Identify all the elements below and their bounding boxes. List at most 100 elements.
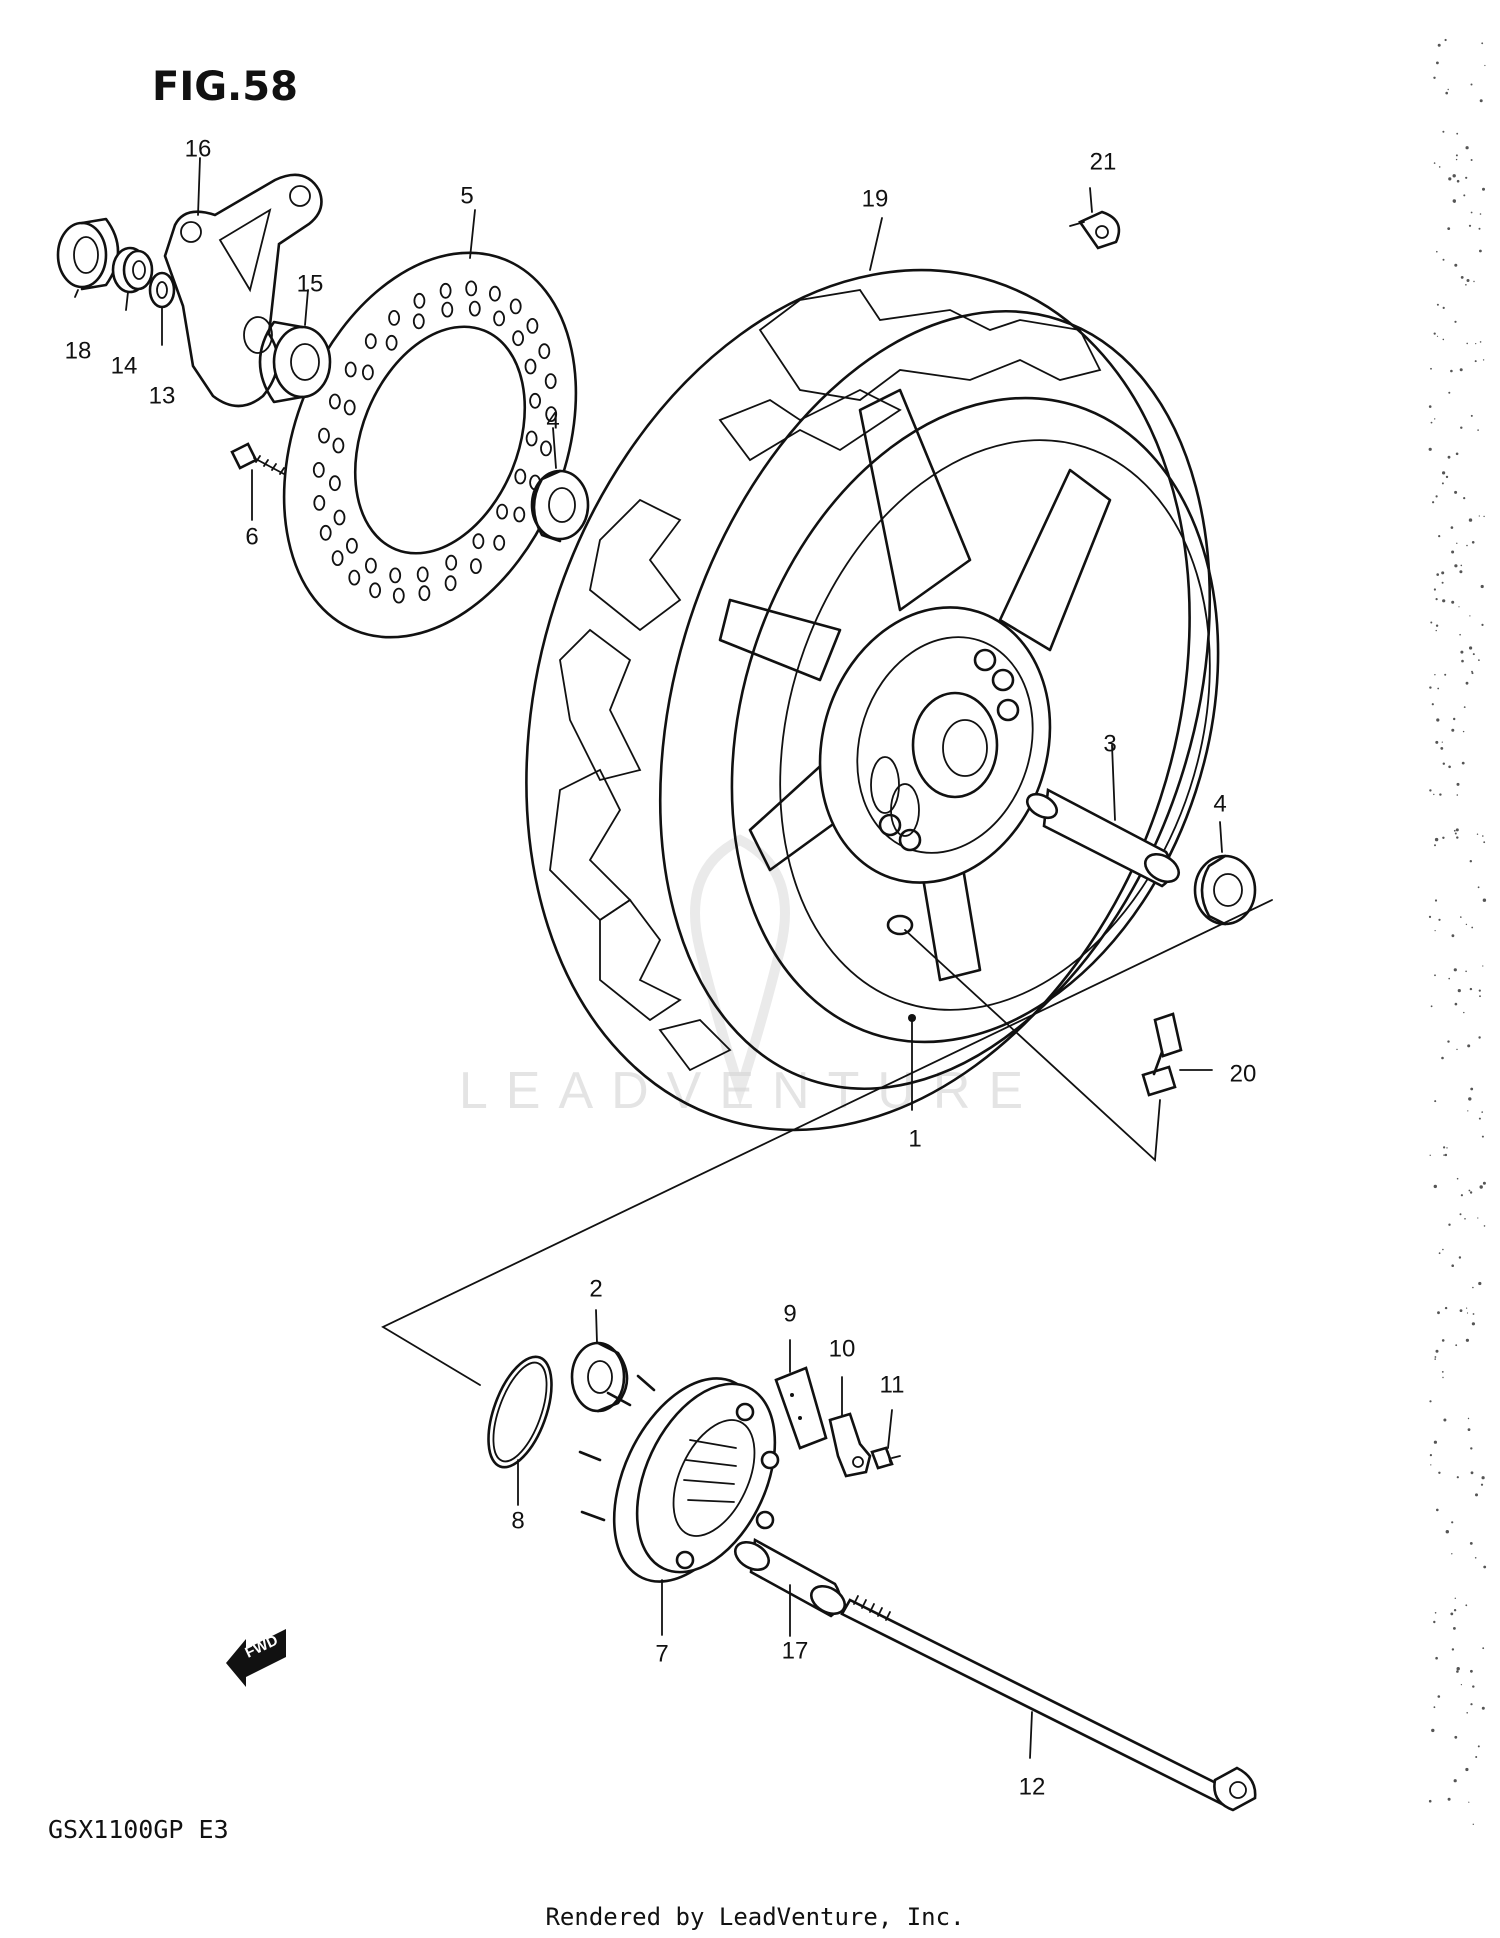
speckle-dot [1447,227,1451,231]
speckle-dot [1433,793,1435,796]
callout-3: 3 [1103,730,1116,757]
speckle-dot [1470,1087,1474,1091]
speckle-dot [1448,1223,1451,1226]
speckle-dot [1435,740,1439,744]
speckle-dot [1433,1620,1436,1624]
speckle-dot [1454,1597,1457,1600]
callout-4-left: 4 [546,407,559,434]
disc-hole [318,427,330,444]
speckle-dot [1451,1264,1454,1267]
speckle-dot [1456,836,1459,839]
speckle-dot [1436,61,1439,65]
speckle-dot [1483,841,1486,844]
speckle-dot [1453,968,1457,972]
speckle-dot [1474,360,1477,363]
speckle-dot [1456,179,1460,183]
brake-disc [282,251,578,639]
speckle-dot [1454,832,1457,835]
callout-14: 14 [111,352,138,379]
speckle-dot [1477,429,1479,431]
speckle-dot [1437,1311,1440,1315]
speckle-dot [1436,303,1439,306]
speckle-dot [1479,341,1482,343]
callout-7: 7 [655,1640,668,1667]
speckle-dot [1456,1667,1460,1671]
speckle-dot [1462,730,1465,733]
speckle-dot [1472,1313,1475,1315]
disc-hole [392,587,405,604]
speckle-dot [1460,650,1464,654]
speckle-dot [1482,835,1484,837]
speckle-dot [1430,1464,1432,1466]
speckle-dot [1460,1194,1463,1197]
speckle-dot [1475,1756,1478,1758]
speckle-dot [1441,581,1444,584]
speckle-dot [1441,571,1445,575]
speckle-dot [1458,606,1460,608]
speckle-dot [1435,1349,1439,1353]
speckle-dot [1447,88,1449,91]
speckle-dot [1469,1191,1473,1194]
speckle-dot [1454,1735,1458,1739]
speckle-dot [1448,977,1450,980]
disc-hole [514,468,527,485]
speckle-dot [1474,1557,1477,1559]
speckle-dot [1477,1745,1480,1748]
disc-hole [472,533,485,550]
speckle-dot [1455,154,1458,157]
speckle-dot [1467,1110,1469,1112]
disc-hole [526,317,539,334]
disc-hole [512,330,524,347]
part-7-sprocket-hub [578,1374,780,1583]
disc-hole [468,300,481,317]
speckle-dot [1442,1376,1444,1379]
speckle-dot [1428,405,1432,408]
speckle-dot [1470,211,1473,214]
speckle-dot [1432,501,1435,504]
speckle-dot [1438,166,1441,168]
speckle-dot [1434,1612,1437,1614]
disc-hole [328,475,341,492]
speckle-dot [1444,673,1447,676]
disc-hole [313,494,326,511]
speckle-dot [1465,1767,1469,1772]
speckle-dot [1469,615,1471,617]
speckle-dot [1480,584,1484,589]
speckle-dot [1429,1154,1431,1157]
disc-hole [385,334,398,351]
speckle-dot [1429,1454,1432,1457]
speckle-dot [1481,623,1484,627]
speckle-dot [1470,83,1473,86]
speckle-dot [1443,1418,1447,1422]
speckle-dot [1445,1530,1450,1534]
speckle-dot [1468,1097,1472,1101]
callout-12: 12 [1019,1773,1046,1800]
speckle-dot [1451,1648,1455,1651]
speckle-dot [1435,1656,1438,1660]
disc-hole [496,503,509,520]
speckle-dot [1456,782,1460,786]
disc-hole [333,509,346,526]
callout-20: 20 [1230,1060,1257,1087]
speckle-dot [1451,550,1455,554]
speckle-dot [1438,1471,1441,1475]
speckle-dot [1471,926,1474,929]
speckle-dot [1455,828,1459,832]
speckle-dot [1429,686,1432,689]
disc-hole [513,506,526,523]
speckle-dot [1471,1322,1475,1326]
callout-6: 6 [245,523,258,550]
disc-hole [488,285,501,302]
speckle-dot [1475,343,1477,345]
speckle-dot [1465,923,1468,926]
speckle-dot [1471,541,1475,544]
speckle-dot [1443,1154,1445,1156]
part-6-bolt [230,442,285,475]
speckle-dot [1481,1706,1485,1710]
speckle-dot [1465,284,1467,286]
disc-hole [364,333,377,350]
disc-hole [388,309,401,326]
part-8-o-ring [487,1355,553,1469]
speckle-dot [1470,1669,1473,1673]
speckle-dot [1437,687,1440,690]
